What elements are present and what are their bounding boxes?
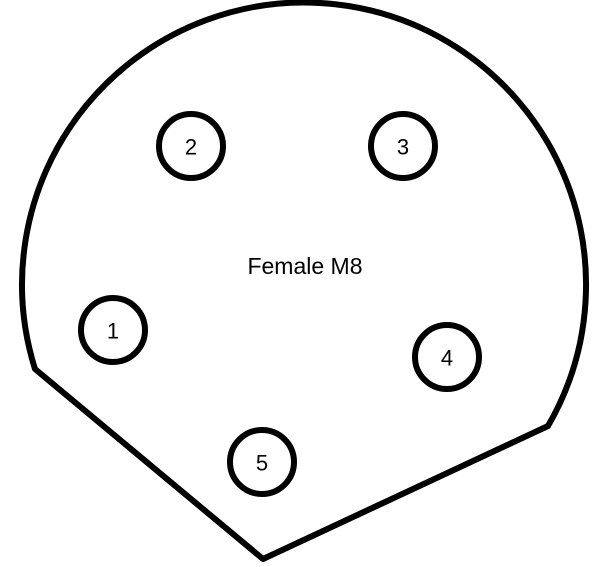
connector-label: Female M8 — [247, 253, 362, 279]
pin-5-ring — [227, 427, 297, 497]
pin-3-label: 3 — [397, 135, 409, 160]
pin-5-label: 5 — [256, 451, 268, 476]
pin-1: 1 — [78, 295, 148, 365]
pin-2: 2 — [156, 111, 226, 181]
pin-4: 4 — [412, 322, 482, 392]
pin-1-label: 1 — [107, 319, 119, 344]
pin-4-ring — [412, 322, 482, 392]
pin-2-ring — [156, 111, 226, 181]
pin-3-ring — [368, 111, 438, 181]
pin-2-label: 2 — [185, 135, 197, 160]
pin-3: 3 — [368, 111, 438, 181]
pin-5: 5 — [227, 427, 297, 497]
pin-1-ring — [78, 295, 148, 365]
connector-outline — [19, 0, 590, 562]
pin-4-label: 4 — [441, 346, 453, 371]
